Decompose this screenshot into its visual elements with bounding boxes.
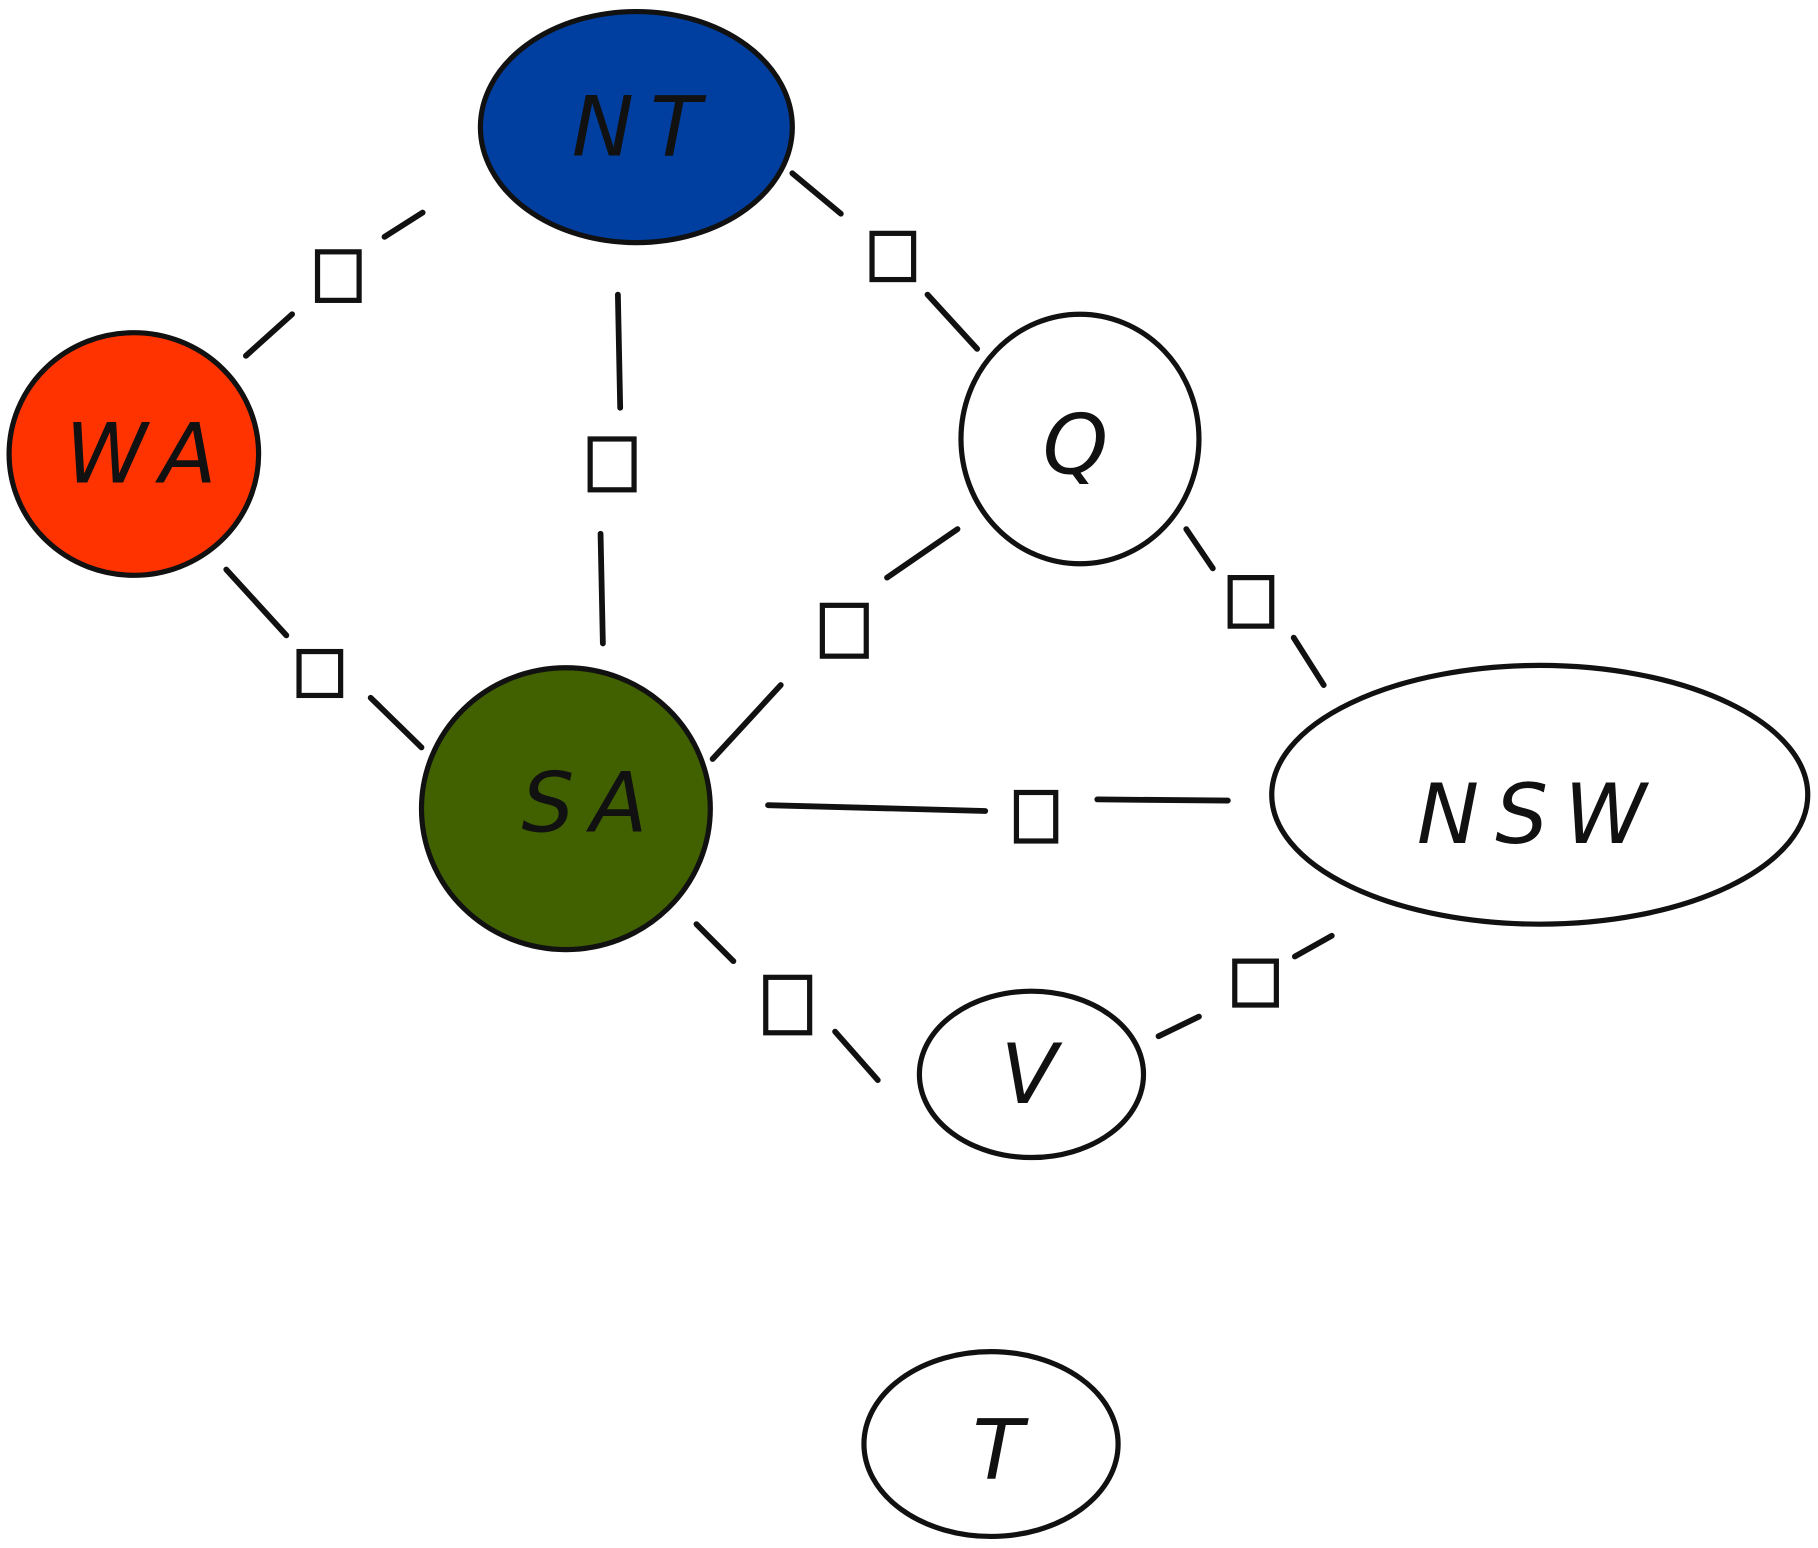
factor-square <box>587 436 637 493</box>
edge-nt-q <box>789 170 981 352</box>
edge-sa-v <box>693 921 881 1084</box>
node-v: V <box>916 988 1147 1161</box>
node-wa: WA <box>6 330 262 578</box>
factor-square <box>314 249 362 303</box>
node-nt-label: NT <box>572 79 717 176</box>
edge-sa-nsw <box>765 789 1231 844</box>
node-nsw-label: NSW <box>1417 766 1663 863</box>
node-t-shape <box>861 1349 1121 1540</box>
node-sa: SA <box>418 665 713 953</box>
node-q-label: Q <box>1043 396 1125 493</box>
factor-square <box>1232 958 1279 1008</box>
edge-q-sa <box>709 526 961 762</box>
factor-square <box>763 974 813 1036</box>
node-q-shape <box>958 311 1202 567</box>
node-nsw: NSW <box>1269 662 1811 927</box>
factor-square <box>819 602 869 659</box>
node-v-shape <box>916 988 1147 1161</box>
edge-q-nsw <box>1183 526 1327 688</box>
edge-wa-nt <box>243 209 426 359</box>
factor-square <box>1013 789 1059 844</box>
edge-v-nsw <box>1155 932 1335 1040</box>
node-sa-shape <box>418 665 713 953</box>
node-nsw-shape <box>1269 662 1811 927</box>
node-t: T <box>861 1349 1121 1540</box>
node-v-label: V <box>1001 1026 1074 1123</box>
node-sa-label: SA <box>521 754 663 851</box>
node-wa-shape <box>6 330 262 578</box>
factor-square <box>869 230 917 283</box>
node-nt: NT <box>477 8 795 246</box>
edge-nt-sa <box>587 291 637 647</box>
edge-wa-sa <box>223 566 425 751</box>
node-q: Q <box>958 311 1202 567</box>
factor-square <box>296 648 344 699</box>
factor-square <box>1227 575 1275 629</box>
node-wa-label: WA <box>65 406 232 503</box>
node-t-label: T <box>973 1401 1040 1498</box>
node-nt-shape <box>477 8 795 246</box>
